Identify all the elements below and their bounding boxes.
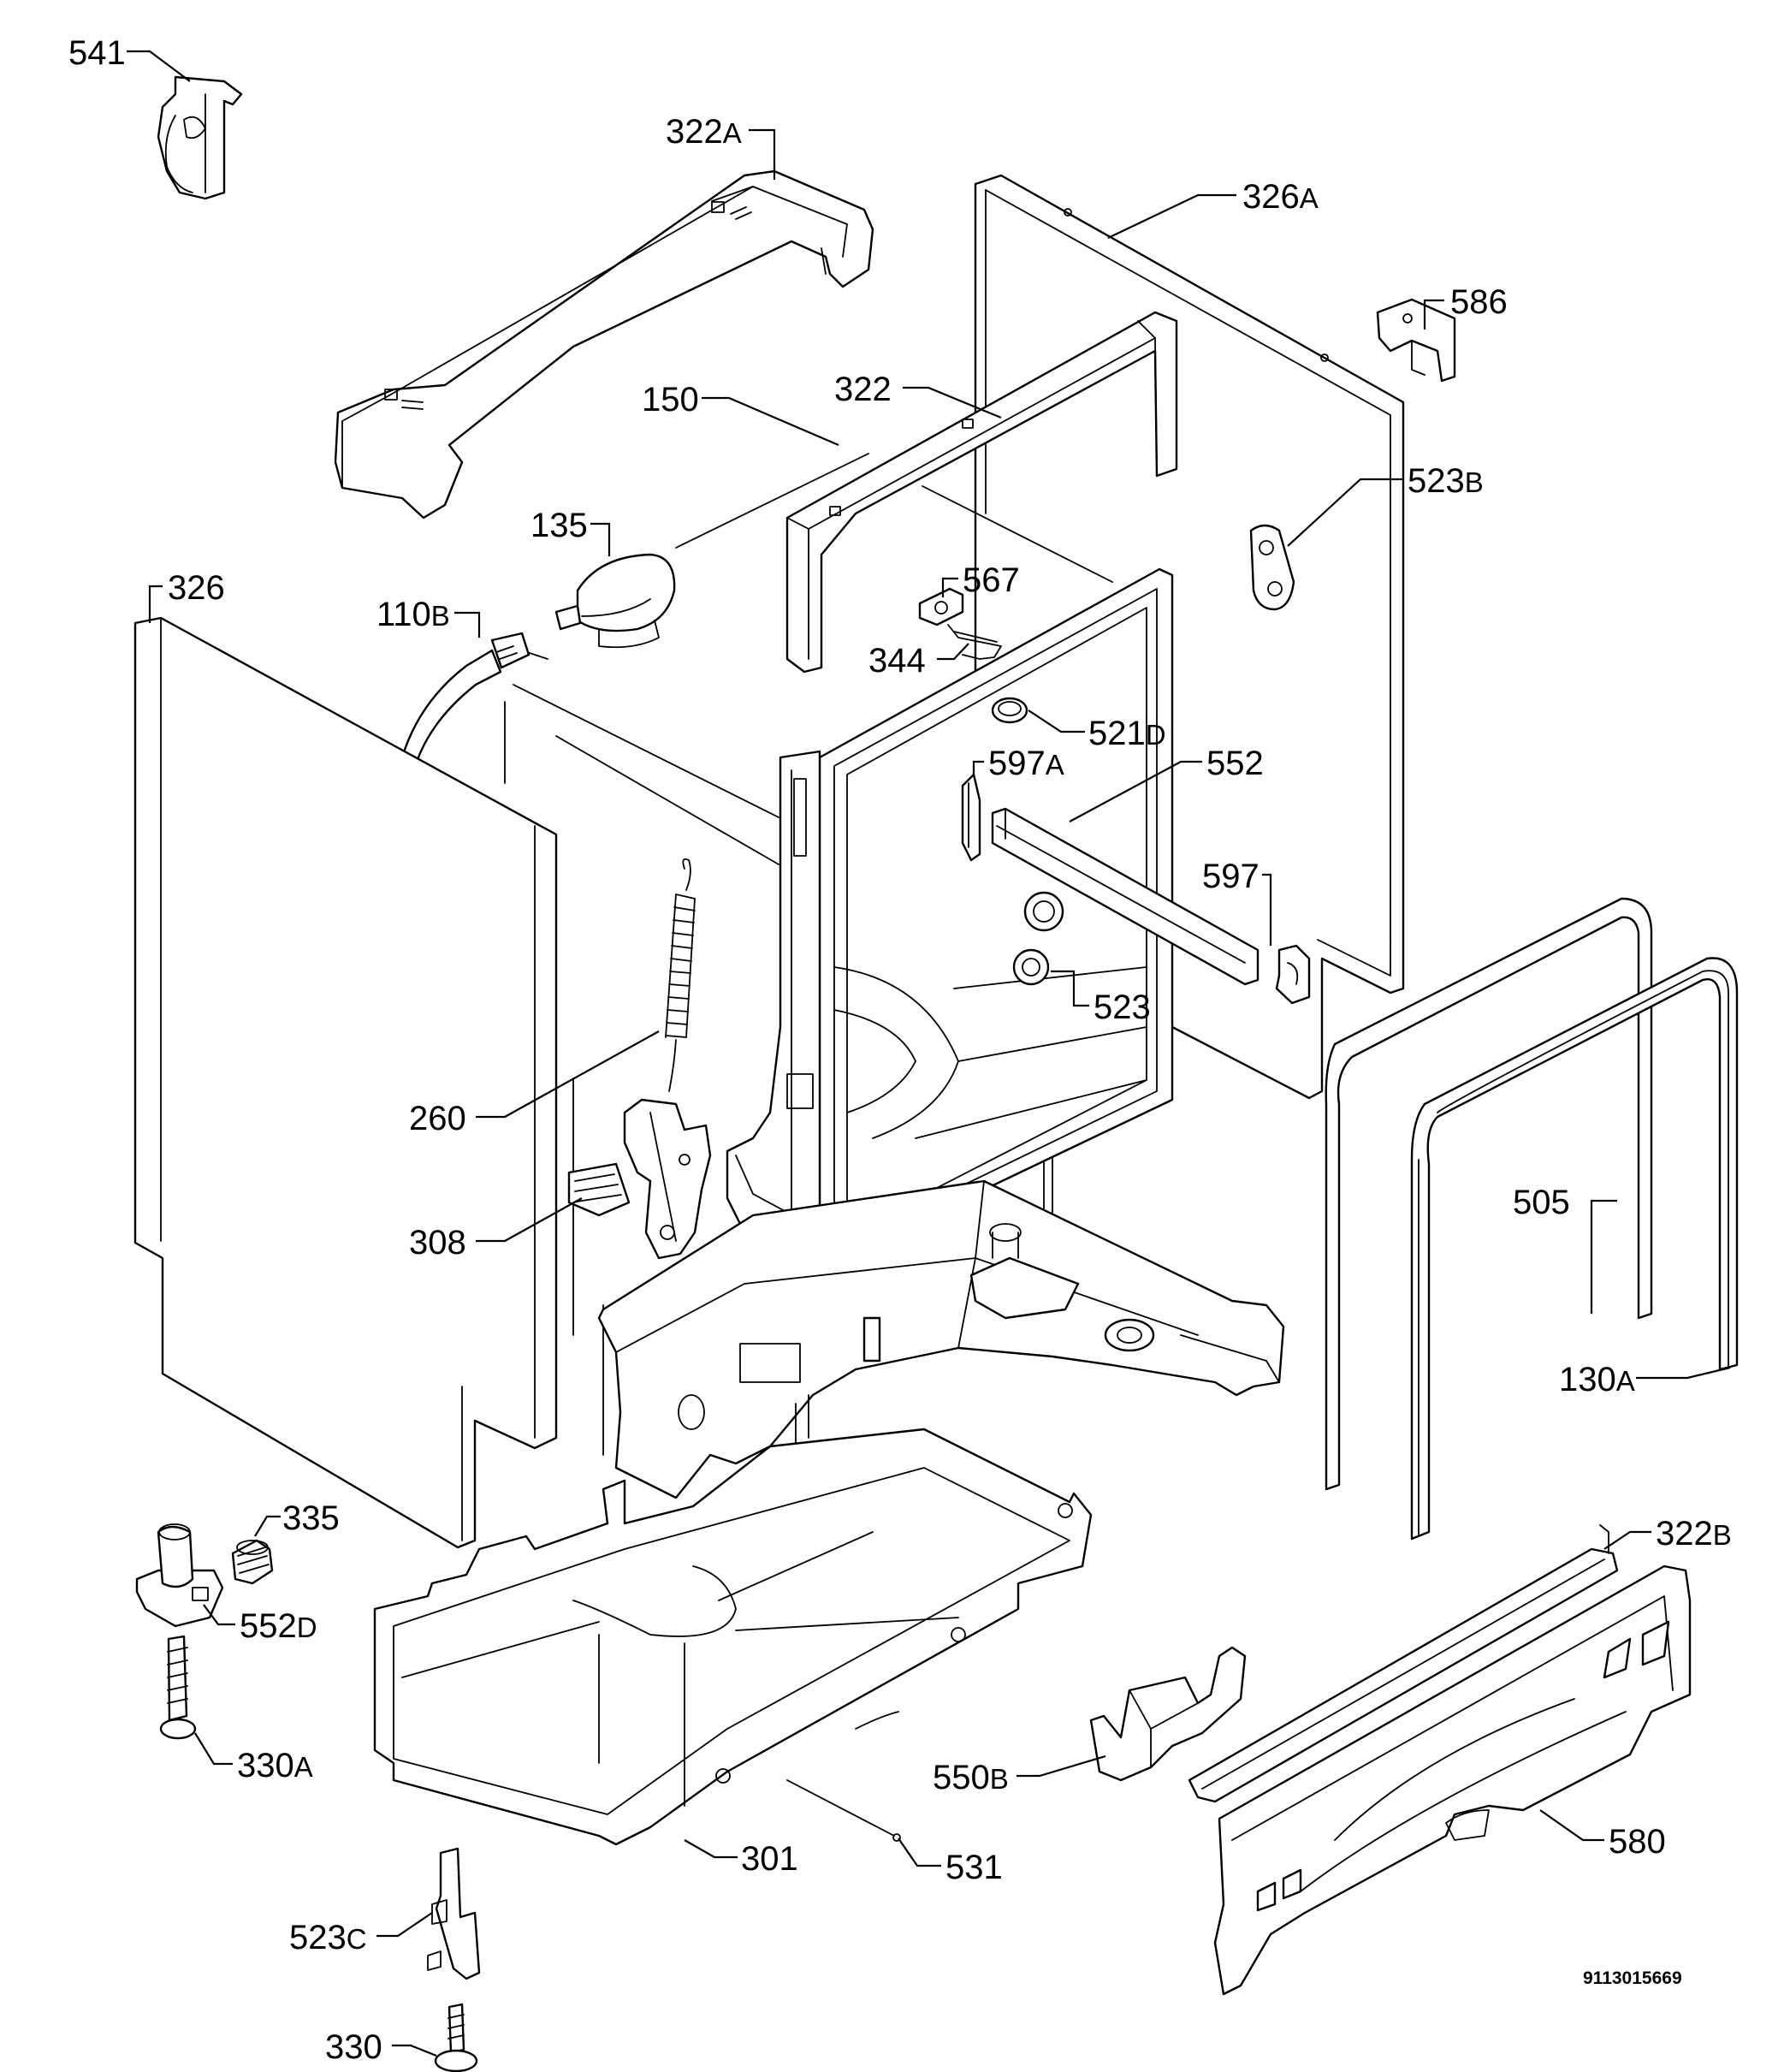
part-322b-channel (1188, 1524, 1619, 1803)
label-552: 552 (1206, 745, 1264, 782)
part-322a-top-bracket (334, 169, 874, 519)
callout-labels: 541 322A 326A 586 150 322 523B 135 567 3… (68, 34, 1732, 2066)
part-505-gasket (1325, 897, 1653, 1491)
label-567: 567 (963, 561, 1020, 599)
label-322a: 322A (666, 113, 742, 151)
label-135: 135 (530, 507, 588, 544)
part-580-kickplate (1213, 1564, 1692, 1996)
part-110b-hose (400, 632, 530, 784)
label-260: 260 (409, 1100, 466, 1137)
label-586: 586 (1450, 283, 1508, 321)
leader-lines (127, 50, 1731, 2057)
part-335-nut (231, 1539, 274, 1585)
part-344-spring-clip (947, 624, 1002, 660)
label-330: 330 (325, 2028, 382, 2066)
label-308: 308 (409, 1224, 466, 1262)
label-552d: 552D (240, 1607, 317, 1645)
label-150: 150 (642, 381, 699, 419)
label-110b: 110B (376, 596, 450, 633)
part-523b-grommet (1249, 524, 1295, 611)
label-523c: 523C (289, 1919, 367, 1956)
part-523c-bracket (427, 1847, 481, 1980)
part-308-hinge (567, 1098, 712, 1260)
label-301: 301 (741, 1840, 798, 1878)
part-541-clip (157, 75, 243, 200)
label-322: 322 (834, 371, 892, 408)
part-523-grommets (1012, 891, 1064, 986)
part-586-bracket (1376, 298, 1456, 383)
label-597a: 597A (988, 745, 1064, 782)
part-326-side-panel (133, 616, 558, 1549)
label-521d: 521D (1088, 715, 1166, 752)
part-135-dispenser (554, 553, 676, 649)
label-550b: 550B (933, 1759, 1009, 1796)
part-330-screw (434, 2003, 478, 2072)
part-260-spring (665, 858, 696, 1092)
part-330a-screw (159, 1635, 197, 1740)
label-344: 344 (868, 642, 926, 680)
label-130a: 130A (1559, 1361, 1635, 1398)
part-322-frame (785, 311, 1178, 674)
label-541: 541 (68, 34, 126, 72)
label-330a: 330A (237, 1747, 313, 1784)
part-531-wire (786, 1779, 901, 1842)
label-335: 335 (282, 1499, 340, 1537)
label-505: 505 (1513, 1184, 1570, 1221)
part-301-drip-tray (373, 1428, 1093, 1846)
label-523: 523 (1094, 989, 1151, 1026)
part-552d-valve (135, 1523, 224, 1628)
label-597: 597 (1202, 858, 1260, 895)
label-326a: 326A (1242, 178, 1319, 216)
part-597-clip (1275, 944, 1311, 1005)
part-597a-clip (961, 773, 981, 862)
part-base-frame (597, 1179, 1285, 1499)
label-580: 580 (1609, 1823, 1666, 1861)
label-531: 531 (945, 1849, 1003, 1886)
part-552-rail (991, 807, 1260, 986)
part-567-clip (918, 587, 964, 626)
part-550b-bracket (1089, 1646, 1247, 1782)
part-521d-plug (991, 697, 1028, 724)
label-326: 326 (168, 569, 225, 607)
document-number: 9113015669 (1583, 1968, 1682, 1988)
label-322b: 322B (1656, 1515, 1732, 1553)
part-130a-gasket (1410, 957, 1739, 1541)
label-523b: 523B (1408, 462, 1484, 500)
